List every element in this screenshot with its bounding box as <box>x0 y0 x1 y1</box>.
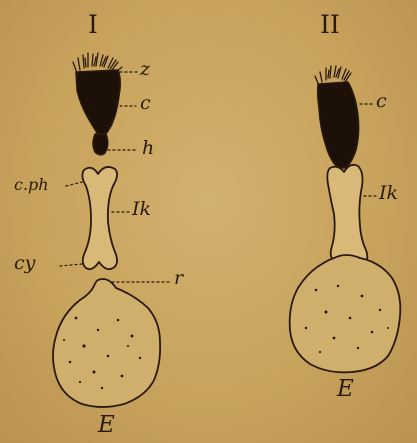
right-blob-body <box>290 255 401 372</box>
left-blob-body <box>53 279 160 407</box>
figure-one-numeral: I <box>88 12 98 37</box>
right-label-ik: Ik <box>379 184 398 203</box>
figure-one-cell <box>53 53 170 407</box>
right-dark-cap <box>318 82 359 168</box>
right-label-e: E <box>337 378 354 401</box>
left-label-r: r <box>174 269 183 288</box>
left-label-cy: cy <box>14 254 35 273</box>
right-label-c: c <box>376 92 387 111</box>
left-label-cph: c.ph <box>14 177 49 193</box>
left-label-c: c <box>140 94 151 113</box>
left-neck <box>93 134 108 155</box>
left-label-ik: Ik <box>132 200 151 219</box>
left-label-e: E <box>98 414 115 437</box>
right-pale-body <box>327 165 367 265</box>
left-dark-cap <box>76 70 120 136</box>
left-pale-body <box>82 167 117 269</box>
left-label-h: h <box>142 139 154 158</box>
left-label-z: z <box>140 60 150 79</box>
figure-two-numeral: II <box>320 12 340 37</box>
